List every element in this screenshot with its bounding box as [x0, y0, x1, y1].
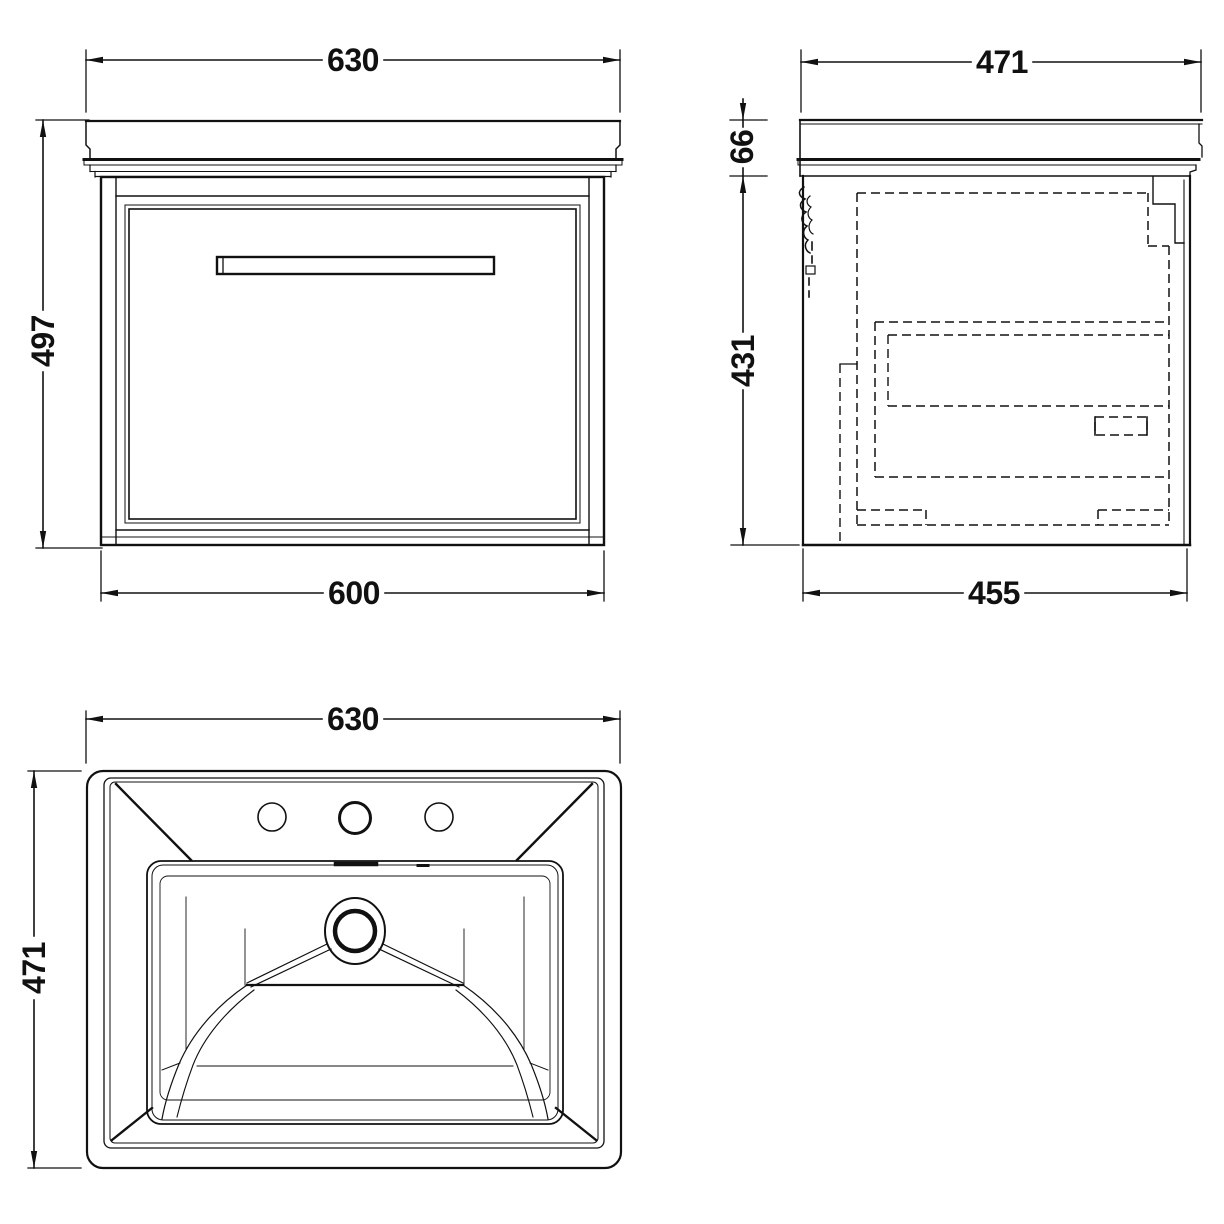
- arrowhead-left: [86, 715, 103, 723]
- tap-hole-left: [257, 802, 287, 832]
- drawer-box-inner-hidden: [887, 334, 1169, 407]
- arrowhead-right: [603, 715, 620, 723]
- sweep-break-ticks: [161, 1062, 549, 1071]
- plan-basin-outline: [85, 769, 623, 1170]
- arrowhead-top: [30, 771, 38, 788]
- front-view: 630 497 600: [25, 42, 624, 611]
- bowl-sweep-right-outer: [462, 984, 549, 1120]
- front-dim-width-bottom: 600: [100, 550, 605, 611]
- plan-bowl: [146, 860, 564, 1125]
- dim-label-630-plan: 630: [327, 701, 379, 737]
- runner-clip-hidden: [1094, 416, 1148, 436]
- worktop-nose-step: [1189, 164, 1197, 177]
- overflow-inner: [332, 908, 378, 954]
- basin-left-side: [85, 120, 91, 160]
- extension-lines: [35, 119, 103, 549]
- front-cabinet: [99, 175, 606, 547]
- extension-lines: [27, 770, 82, 1169]
- plan-dim-depth-left: 471: [16, 770, 82, 1169]
- arrowhead-top: [39, 120, 47, 137]
- side-dim-depth-bottom: 455: [802, 548, 1188, 611]
- bowl-rim-inner: [151, 864, 559, 1121]
- handle-recess: [215, 255, 496, 276]
- dim-label-66: 66: [724, 130, 760, 165]
- drawer-box-outer-hidden: [874, 321, 1169, 478]
- arrowhead-bottom: [39, 531, 47, 548]
- side-hidden-detail: [839, 192, 1170, 545]
- arrowhead-right: [587, 589, 604, 597]
- arrowhead-outside-top: [739, 103, 747, 120]
- bowl-slope-diagonals: [246, 943, 464, 988]
- front-top-rail-section: [1152, 176, 1185, 244]
- dim-label-630-front-top: 630: [327, 42, 379, 78]
- bowl-shelf-edge: [159, 875, 551, 1101]
- arrowhead-top: [739, 176, 747, 193]
- overflow-outer: [324, 897, 386, 965]
- bracket-squiggle-outer: [798, 185, 812, 255]
- dim-label-471-side: 471: [976, 44, 1028, 80]
- basin-rim-inner: [109, 781, 599, 1144]
- plan-dim-width-top: 630: [85, 701, 621, 764]
- side-view: 471 66 431 455: [724, 44, 1204, 611]
- worktop-molding-thin: [797, 159, 1197, 166]
- bowl-sweep-right-inner: [455, 989, 534, 1118]
- worktop-nose: [1198, 123, 1203, 158]
- side-dim-depth-top: 471: [800, 44, 1202, 113]
- cabinet-outline: [99, 175, 606, 547]
- carcass-hidden-outline: [856, 192, 1170, 526]
- arrowhead-right: [603, 56, 620, 64]
- cabinet-side-posts: [115, 176, 590, 546]
- bowl-wall-lines: [185, 896, 525, 1051]
- basin-rim-outer: [103, 777, 605, 1149]
- basin-right-side: [615, 120, 621, 160]
- tap-hole-center: [338, 801, 372, 835]
- arrowhead-left: [101, 589, 118, 597]
- basin-outer-edge: [85, 769, 623, 1170]
- overflow-ring: [324, 897, 386, 965]
- dim-label-600: 600: [328, 575, 380, 611]
- drawer-runner-clip: [1094, 416, 1148, 436]
- dim-label-455: 455: [968, 575, 1020, 611]
- extension-lines: [729, 119, 768, 177]
- front-dim-width-top: 630: [85, 42, 621, 113]
- side-dim-cabinet-height: 431: [725, 175, 800, 546]
- basin-molding-thin: [83, 159, 623, 166]
- runner-clip-ends: [1094, 416, 1148, 436]
- front-basin-profile: [82, 119, 624, 178]
- rim-corner-miters: [110, 782, 598, 1142]
- arrowhead-right: [1170, 589, 1187, 597]
- drawer-front: [128, 208, 577, 520]
- arrowhead-bottom: [30, 1151, 38, 1168]
- drawer-handle: [215, 255, 496, 276]
- bowl-sweep-left-inner: [176, 989, 255, 1118]
- tap-hole-right: [424, 802, 454, 832]
- drawer-gap-line: [124, 204, 581, 524]
- side-dim-basin-height: 66: [724, 98, 768, 177]
- arrowhead-left: [803, 589, 820, 597]
- bowl-sweep-left-outer: [161, 984, 248, 1120]
- bracket-squiggle-inner: [806, 195, 814, 235]
- arrowhead-right: [1184, 58, 1201, 66]
- dim-label-471-plan: 471: [16, 942, 52, 994]
- bracket-dashes: [808, 241, 813, 298]
- plan-view: 630 471: [16, 701, 623, 1170]
- arrowhead-bottom: [739, 528, 747, 545]
- bowl-rim-outer: [146, 860, 564, 1125]
- arrowhead-left: [801, 58, 818, 66]
- dim-label-497: 497: [25, 315, 61, 367]
- plan-tap-holes: [257, 801, 454, 835]
- wall-bracket-detail: [798, 185, 816, 298]
- side-cabinet-solid: [798, 174, 1192, 547]
- dim-label-431: 431: [725, 335, 761, 387]
- front-dim-height-left: 497: [25, 119, 103, 549]
- side-worktop-profile: [796, 118, 1204, 177]
- arrowhead-left: [86, 56, 103, 64]
- bottom-rail-hidden: [857, 509, 1169, 525]
- extension-lines: [800, 49, 1202, 113]
- bracket-clip: [805, 265, 816, 275]
- basin-lip-sides: [89, 164, 617, 173]
